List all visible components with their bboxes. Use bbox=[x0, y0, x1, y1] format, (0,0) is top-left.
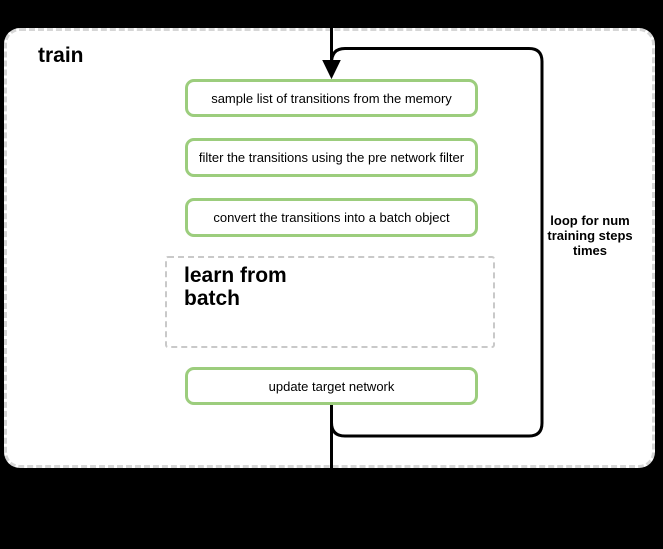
step-convert-transitions: convert the transitions into a batch obj… bbox=[185, 198, 478, 237]
loop-annotation-line-3: times bbox=[573, 243, 607, 258]
step-sample-transitions-label: sample list of transitions from the memo… bbox=[211, 90, 452, 106]
subprocess-learn-from-batch-label: learn from batch bbox=[184, 264, 287, 310]
step-update-target-network: update target network bbox=[185, 367, 478, 405]
loop-annotation: loop for num training steps times bbox=[543, 213, 637, 258]
step-update-target-network-label: update target network bbox=[268, 378, 395, 394]
train-container-label: train bbox=[38, 44, 84, 67]
step-filter-transitions: filter the transitions using the pre net… bbox=[185, 138, 478, 177]
loop-annotation-line-2: training steps bbox=[547, 228, 633, 243]
subprocess-learn-from-batch: learn from batch bbox=[165, 256, 495, 348]
step-filter-transitions-label: filter the transitions using the pre net… bbox=[198, 150, 465, 165]
subprocess-label-line-1: learn from bbox=[184, 264, 287, 287]
loop-annotation-line-1: loop for num bbox=[550, 213, 630, 228]
step-sample-transitions: sample list of transitions from the memo… bbox=[185, 79, 478, 117]
step-convert-transitions-label: convert the transitions into a batch obj… bbox=[213, 210, 450, 225]
subprocess-label-line-2: batch bbox=[184, 287, 241, 310]
